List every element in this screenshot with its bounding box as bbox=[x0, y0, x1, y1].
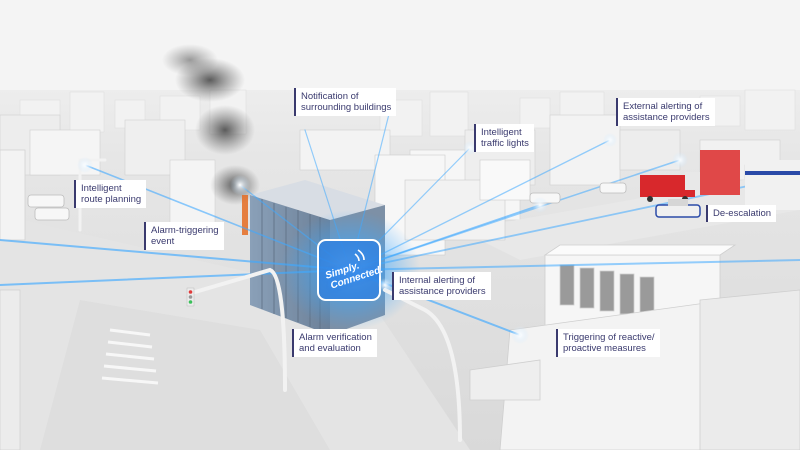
red-building bbox=[700, 150, 800, 210]
label-intelligent-route: Intelligent route planning bbox=[74, 180, 147, 208]
label-line: route planning bbox=[81, 194, 142, 205]
label-line: and evaluation bbox=[299, 343, 361, 354]
label-line: Alarm verification bbox=[299, 332, 372, 343]
label-triggering-measures: Triggering of reactive/ proactive measur… bbox=[556, 329, 660, 357]
foreground-building-left bbox=[0, 149, 26, 450]
label-line: assistance providers bbox=[399, 286, 486, 297]
label-line: External alerting of bbox=[623, 101, 703, 112]
label-line: Intelligent bbox=[81, 183, 122, 194]
traffic-light bbox=[186, 287, 195, 307]
label-de-escalation: De-escalation bbox=[706, 205, 777, 222]
haze bbox=[0, 0, 800, 90]
label-line: Intelligent bbox=[481, 127, 522, 138]
center-buildings bbox=[374, 154, 531, 256]
label-internal-alerting: Internal alerting of assistance provider… bbox=[392, 272, 491, 300]
label-line: traffic lights bbox=[481, 138, 529, 149]
crosswalk bbox=[101, 328, 159, 385]
label-line: Triggering of reactive/ bbox=[563, 332, 655, 343]
label-notification-surrounding: Notification of surrounding buildings bbox=[294, 88, 397, 116]
label-external-alerting: External alerting of assistance provider… bbox=[616, 98, 715, 126]
wifi-icon bbox=[354, 249, 365, 262]
label-line: assistance providers bbox=[623, 112, 710, 123]
label-line: Internal alerting of bbox=[399, 275, 476, 286]
fire-truck bbox=[640, 172, 703, 202]
label-alarm-triggering: Alarm-triggering event bbox=[144, 222, 224, 250]
label-line: surrounding buildings bbox=[301, 102, 392, 113]
label-line: Notification of bbox=[301, 91, 359, 102]
police-car bbox=[655, 199, 701, 218]
label-alarm-verification: Alarm verification and evaluation bbox=[292, 329, 377, 357]
label-line: De-escalation bbox=[713, 208, 772, 219]
label-line: Alarm-triggering bbox=[151, 225, 219, 236]
label-intelligent-traffic: Intelligent traffic lights bbox=[474, 124, 534, 152]
label-line: proactive measures bbox=[563, 343, 646, 354]
label-line: event bbox=[151, 236, 175, 247]
road-cross bbox=[40, 300, 330, 450]
connected-badge bbox=[317, 239, 381, 301]
